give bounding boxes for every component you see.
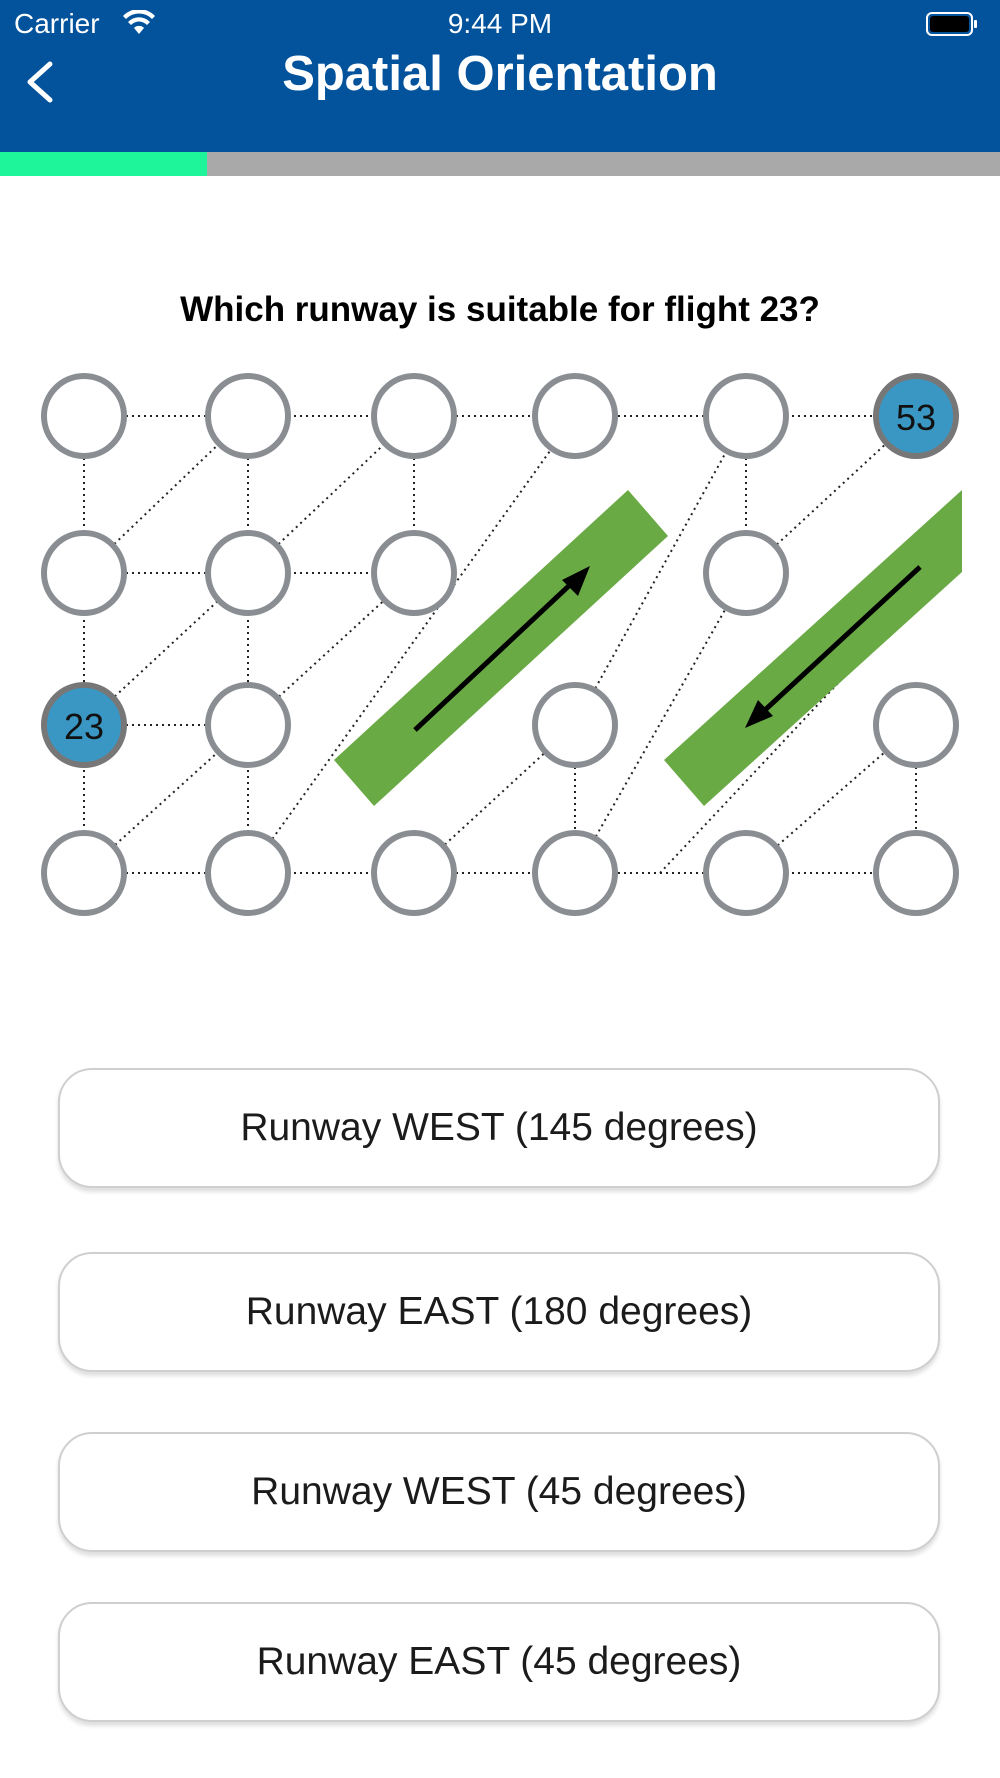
- carrier-label: Carrier: [14, 8, 100, 39]
- battery-icon: [926, 12, 977, 36]
- status-bar: Carrier 9:44 PM: [0, 0, 1000, 50]
- page-title: Spatial Orientation: [282, 47, 718, 101]
- status-time: 9:44 PM: [447, 8, 553, 39]
- wifi-icon: [123, 10, 155, 34]
- question-text: Which runway is suitable for flight 23?: [180, 290, 820, 329]
- arrow-up-right-icon: [562, 566, 590, 596]
- option-runway-east-180[interactable]: Runway EAST (180 degrees): [58, 1252, 940, 1372]
- progress-bar: [0, 152, 1000, 176]
- back-chevron-icon[interactable]: [20, 52, 66, 112]
- node-53-label: 53: [896, 397, 936, 438]
- node-53: 53: [873, 373, 959, 459]
- option-runway-west-45[interactable]: Runway WEST (45 degrees): [58, 1432, 940, 1552]
- option-runway-east-45[interactable]: Runway EAST (45 degrees): [58, 1602, 940, 1722]
- runway-west: [334, 490, 668, 806]
- progress-fill: [0, 152, 207, 176]
- node-23: 23: [41, 682, 127, 768]
- runway-east: [664, 490, 962, 806]
- runway-diagram: 53 23: [41, 373, 962, 916]
- grid-nodes: [41, 373, 959, 916]
- option-runway-west-145[interactable]: Runway WEST (145 degrees): [58, 1068, 940, 1188]
- node-23-label: 23: [64, 706, 104, 747]
- arrow-down-left-icon: [745, 700, 773, 728]
- app-header: Carrier 9:44 PM Spatial Orientation: [0, 0, 1000, 152]
